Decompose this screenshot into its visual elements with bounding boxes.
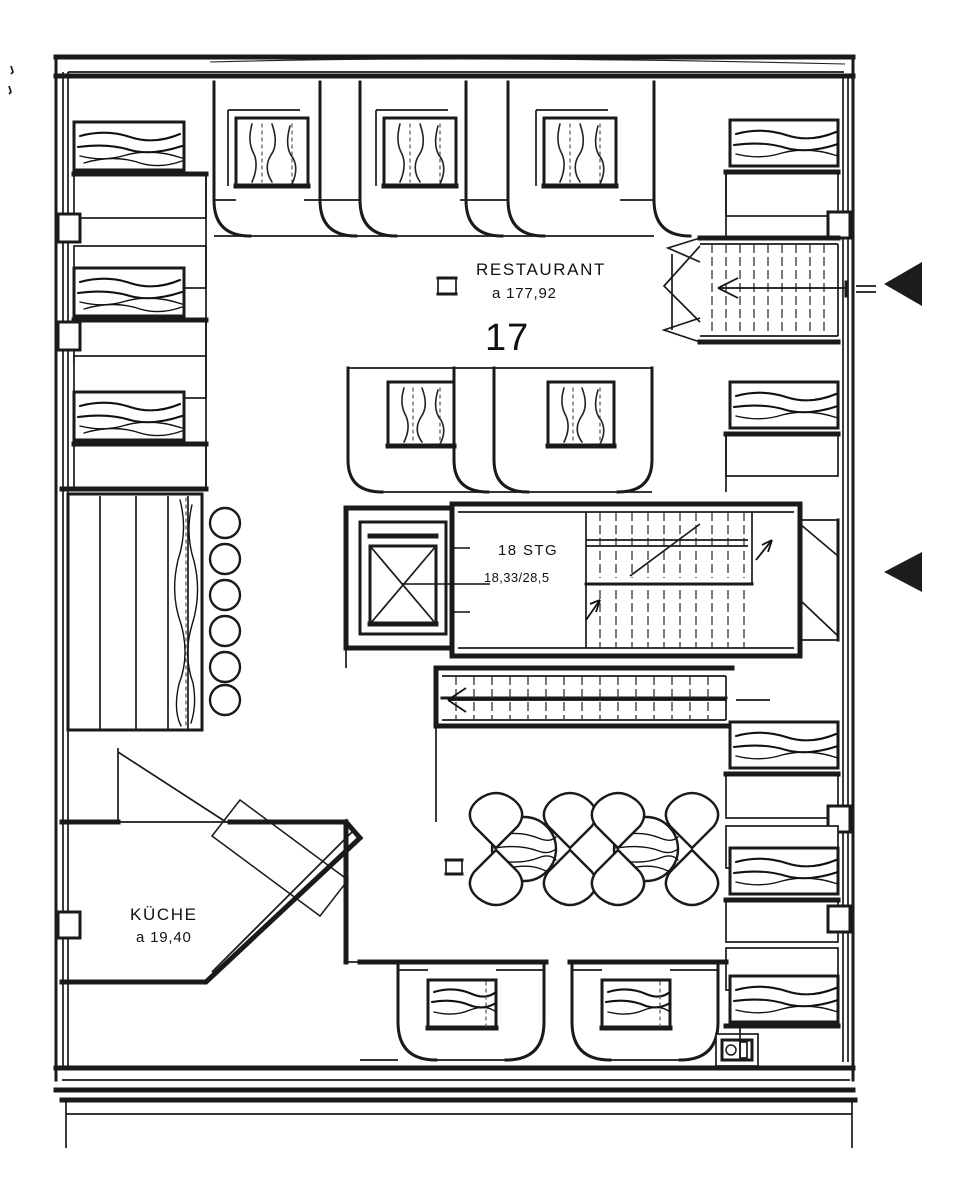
staircase-upper-right xyxy=(661,235,876,345)
stair-ratio-label: 18,33/28,5 xyxy=(484,570,549,585)
room-tag-restaurant-icon xyxy=(436,276,458,296)
booth-seating-right-lower xyxy=(723,720,852,1029)
window-bay-group-mid xyxy=(346,366,654,494)
booth-table xyxy=(72,120,186,172)
window-bay-table xyxy=(535,109,619,189)
radiator-icon xyxy=(715,1033,759,1067)
booth-seating-left xyxy=(56,120,209,489)
window-bay-group-top xyxy=(212,80,692,238)
room-tag-dining-icon xyxy=(444,858,464,876)
booth-table xyxy=(728,846,840,896)
window-bay-table xyxy=(599,978,673,1031)
window-bay-table xyxy=(425,978,499,1031)
stray-mark xyxy=(8,65,14,95)
kitchen-room-label: KÜCHE xyxy=(130,905,198,924)
staircase-lower-corridor xyxy=(433,665,770,729)
stair-count-label: 18 STG xyxy=(498,542,558,559)
window-bay-table xyxy=(385,380,457,449)
section-marker-upper xyxy=(884,262,922,306)
booth-table xyxy=(728,380,840,430)
booth-table xyxy=(728,720,840,770)
booth-seating-right-upper xyxy=(723,118,852,477)
round-table-group-right xyxy=(590,791,720,907)
round-table-group-left xyxy=(468,791,598,907)
window-bay-table xyxy=(227,109,311,189)
elevator-shaft xyxy=(343,505,455,651)
building-outer-wall xyxy=(53,54,858,1148)
restaurant-area-label: a 177,92 xyxy=(492,285,557,302)
booth-table xyxy=(72,266,186,318)
booth-table xyxy=(72,390,186,442)
booth-table xyxy=(728,118,840,168)
kitchen-room xyxy=(56,748,364,985)
window-bay-table xyxy=(375,109,459,189)
door-swing-kitchen xyxy=(211,799,349,917)
window-bay-table xyxy=(545,380,617,449)
restaurant-room-number: 17 xyxy=(485,317,529,359)
window-bay-group-bottom xyxy=(357,959,740,1062)
section-marker-lower xyxy=(884,552,922,592)
kitchen-area-label: a 19,40 xyxy=(136,929,192,946)
staircase-central xyxy=(402,501,840,659)
restaurant-room-label: RESTAURANT xyxy=(476,260,606,279)
bar-counter xyxy=(59,486,209,732)
bar-stool-group xyxy=(208,506,242,717)
booth-table xyxy=(728,974,840,1024)
interior-partitions xyxy=(118,172,741,1060)
